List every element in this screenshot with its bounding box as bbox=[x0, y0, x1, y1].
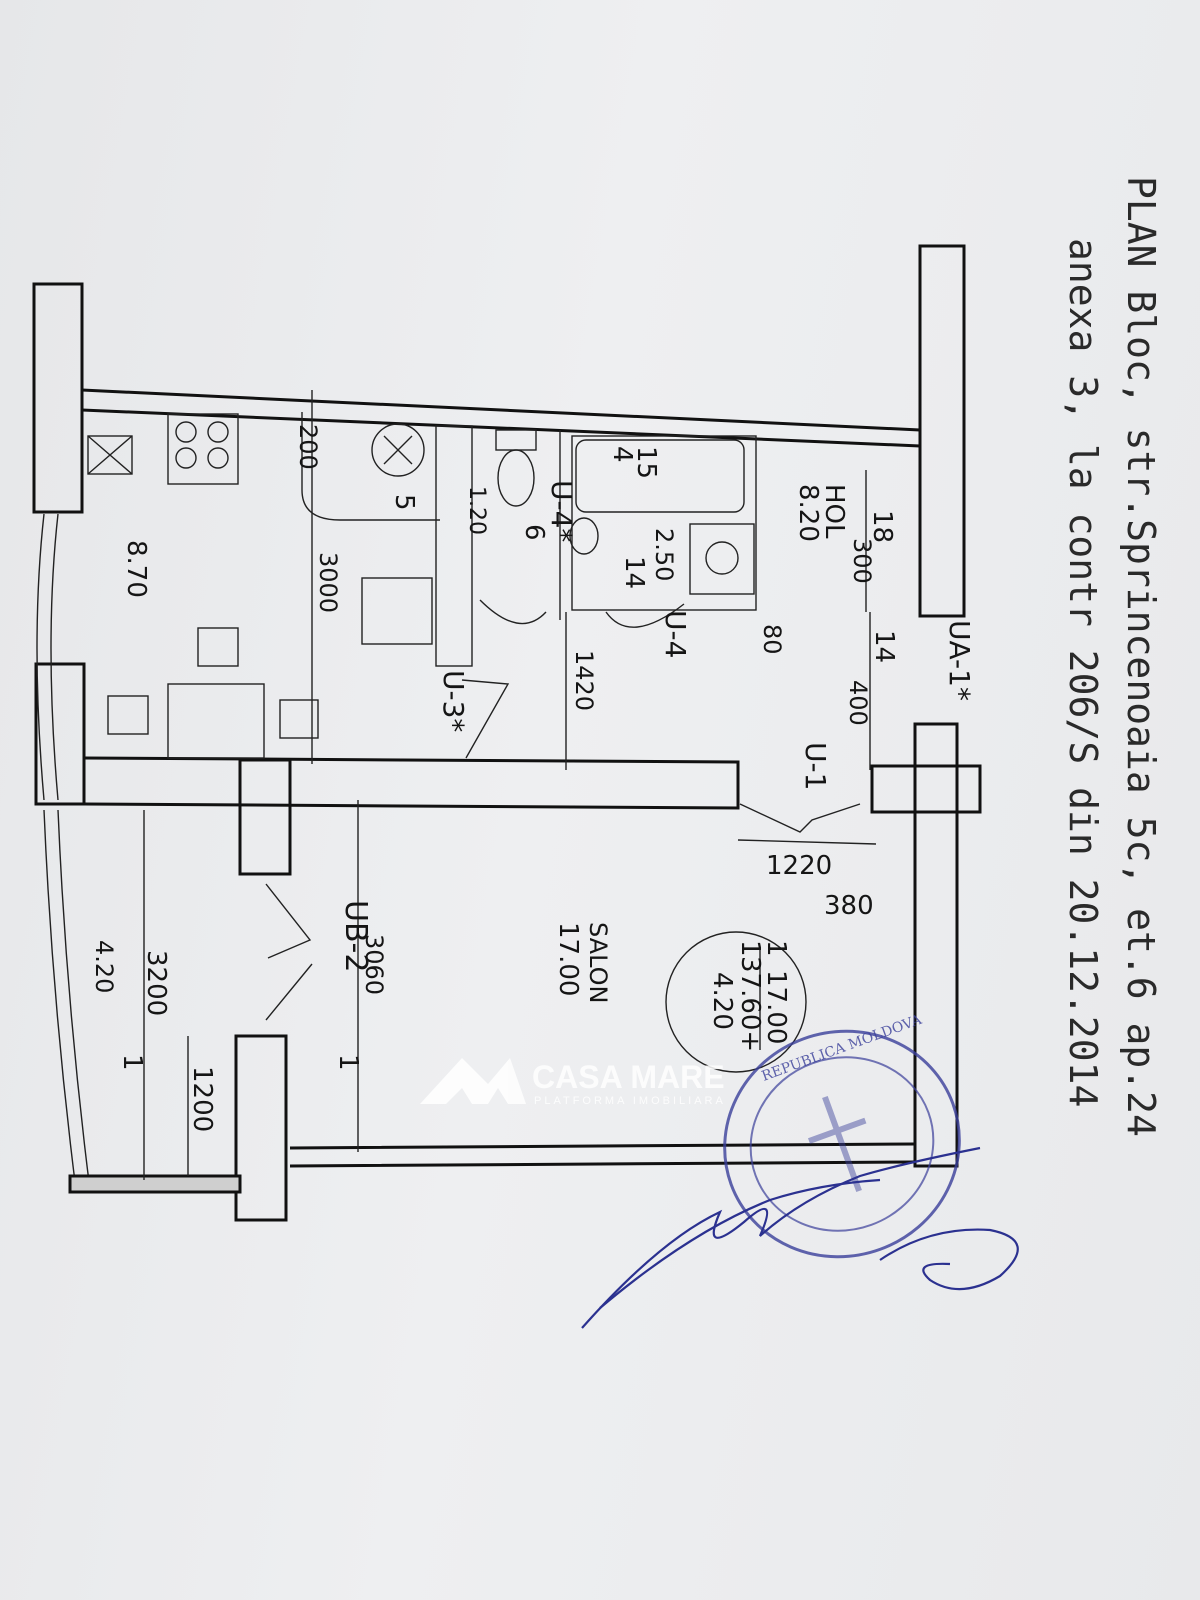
door-swing-u4 bbox=[605, 603, 685, 628]
mark-1-salon: 1 bbox=[333, 1054, 363, 1071]
chair-icon bbox=[107, 695, 149, 735]
partition-main bbox=[83, 756, 740, 810]
dim-400: 400 bbox=[844, 680, 872, 726]
signature bbox=[581, 1146, 1019, 1329]
door-ub2: UB-2 bbox=[338, 900, 373, 972]
fridge-icon bbox=[361, 577, 433, 645]
salon-area: 17.00 bbox=[553, 922, 583, 996]
dimension-lines bbox=[143, 390, 877, 1180]
plan-title-line1: PLAN Bloc, str.Sprincenoaia 5c, et.6 ap.… bbox=[1119, 176, 1163, 1137]
dim-200: 200 bbox=[294, 424, 322, 470]
summary-balcony: 4.20 bbox=[707, 972, 737, 1030]
balcony-rail-b bbox=[57, 809, 91, 1191]
wall-top bbox=[81, 388, 921, 448]
plan-title-line2: anexa 3, la contr 206/S din 20.12.2014 bbox=[1061, 238, 1105, 1107]
dining-table-icon bbox=[167, 683, 265, 759]
door-swing-u3 bbox=[461, 679, 510, 759]
dim-3200: 3200 bbox=[141, 950, 171, 1016]
hall-name: HOL bbox=[819, 484, 849, 539]
sink-icon bbox=[371, 423, 425, 477]
window-left-b bbox=[50, 513, 59, 801]
wall-bottom bbox=[289, 1142, 916, 1168]
dim-380: 380 bbox=[824, 891, 874, 921]
column-mid bbox=[238, 758, 292, 876]
wall-left-top bbox=[32, 282, 84, 514]
dim-1200: 1200 bbox=[187, 1066, 217, 1132]
watermark-tagline: PLATFORMA IMOBILIARA bbox=[534, 1095, 726, 1107]
mark-1-balcony: 1 bbox=[117, 1054, 147, 1071]
door-u4: U-4 bbox=[659, 610, 692, 658]
mark-6: 6 bbox=[519, 524, 549, 541]
mark-18: 18 bbox=[867, 510, 897, 543]
summary-living: 17.00 bbox=[761, 970, 791, 1044]
hall-area: 8.20 bbox=[793, 484, 823, 542]
wc-wall bbox=[435, 425, 473, 667]
door-swing-u1 bbox=[739, 803, 861, 833]
wall-right-top bbox=[918, 244, 966, 618]
mark-4: 4 bbox=[607, 446, 637, 463]
summary-count-bottom: 1 bbox=[735, 940, 765, 957]
mark-14-bath: 14 bbox=[619, 556, 649, 589]
bathroom-walls bbox=[571, 435, 757, 611]
summary-count-top: 1 bbox=[761, 940, 791, 957]
column-bottom bbox=[234, 1034, 288, 1222]
wall-right-bottom bbox=[913, 722, 959, 1168]
watermark: CASA MARE PLATFORMA IMOBILIARA bbox=[420, 1058, 726, 1107]
wall-left-mid bbox=[34, 662, 86, 806]
balcony-slab bbox=[68, 1174, 242, 1194]
watermark-brand: CASA MARE bbox=[532, 1059, 725, 1095]
dim-3060: 3060 bbox=[360, 934, 388, 995]
mark-14-hall: 14 bbox=[869, 630, 899, 663]
dim-80: 80 bbox=[758, 624, 786, 655]
plan-labels: 8.70 HOL 8.20 2.50 1.20 SALON 17.00 4.20… bbox=[90, 424, 976, 1132]
door-u1: U-1 bbox=[799, 742, 832, 790]
stove-icon bbox=[167, 413, 239, 485]
washer-icon bbox=[689, 523, 755, 595]
bath-area: 2.50 bbox=[650, 528, 678, 581]
dim-1220: 1220 bbox=[766, 851, 832, 881]
window-left-a bbox=[36, 513, 45, 801]
door-swings bbox=[265, 599, 861, 1021]
salon-name: SALON bbox=[584, 922, 612, 1003]
dim-300: 300 bbox=[848, 538, 876, 584]
chair-icon bbox=[197, 627, 239, 667]
watermark-logo-icon bbox=[420, 1058, 526, 1104]
dim-1420: 1420 bbox=[570, 650, 598, 711]
dim-3000: 3000 bbox=[314, 552, 342, 613]
summary-total: 37.60+ bbox=[735, 956, 765, 1052]
balcony-area: 4.20 bbox=[90, 940, 118, 993]
door-ua1: UA-1* bbox=[943, 620, 976, 701]
chair-icon bbox=[279, 699, 319, 739]
wc-area: 1.20 bbox=[464, 486, 489, 535]
column-right bbox=[870, 764, 982, 814]
balcony-rail-a bbox=[43, 809, 77, 1191]
door-u4-star: U-4* bbox=[545, 480, 578, 542]
mark-5: 5 bbox=[389, 494, 419, 511]
door-swing-u4s bbox=[479, 599, 547, 625]
toilet-icon bbox=[497, 449, 535, 507]
door-u3-star: U-3* bbox=[437, 670, 470, 732]
bathtub-icon bbox=[575, 439, 745, 513]
vent-icon bbox=[87, 435, 133, 475]
mark-15: 15 bbox=[631, 446, 661, 479]
area-summary-circle bbox=[665, 931, 807, 1073]
walls bbox=[32, 244, 982, 1222]
kitchen-area: 8.70 bbox=[121, 540, 151, 598]
washbasin-icon bbox=[569, 517, 599, 555]
door-swing-ub2 bbox=[265, 883, 313, 1021]
